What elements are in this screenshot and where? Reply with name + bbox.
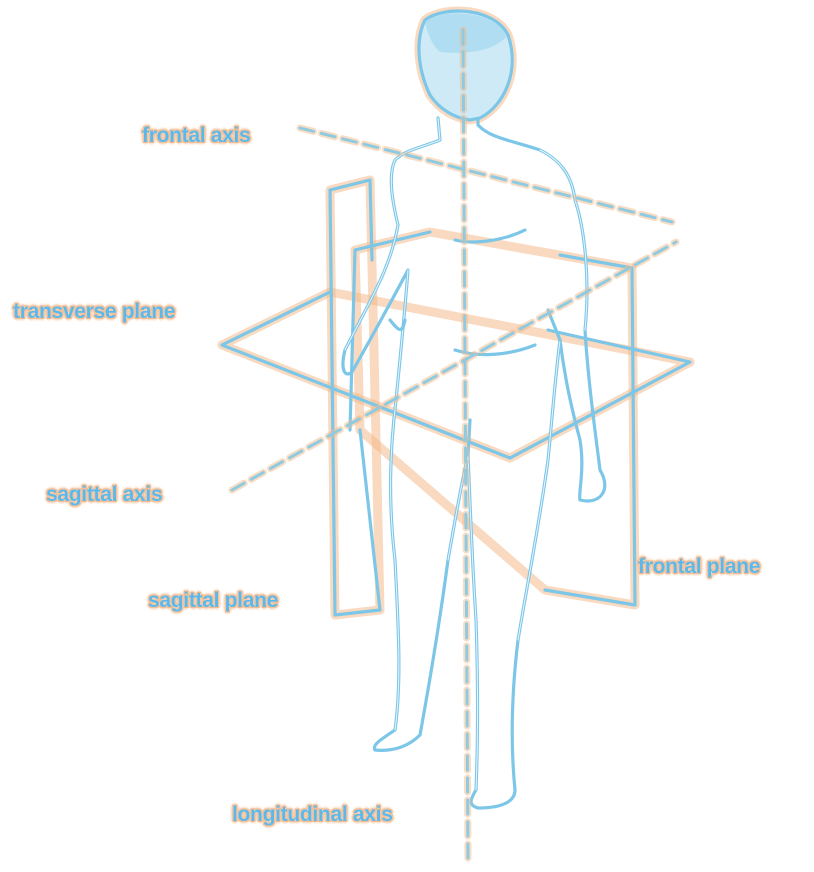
- axes-glow: [232, 30, 676, 862]
- frontal-plane-label: frontal plane: [638, 555, 760, 579]
- sagittal-axis-label: sagittal axis: [46, 483, 162, 507]
- sagittal-plane-label: sagittal plane: [148, 589, 278, 613]
- body-outline: [343, 118, 605, 808]
- transverse-plane-label: transverse plane: [13, 300, 175, 324]
- frontal-axis-label: frontal axis: [142, 124, 250, 148]
- longitudinal-axis-label: longitudinal axis: [232, 803, 393, 827]
- sagittal-axis-line: [232, 242, 676, 490]
